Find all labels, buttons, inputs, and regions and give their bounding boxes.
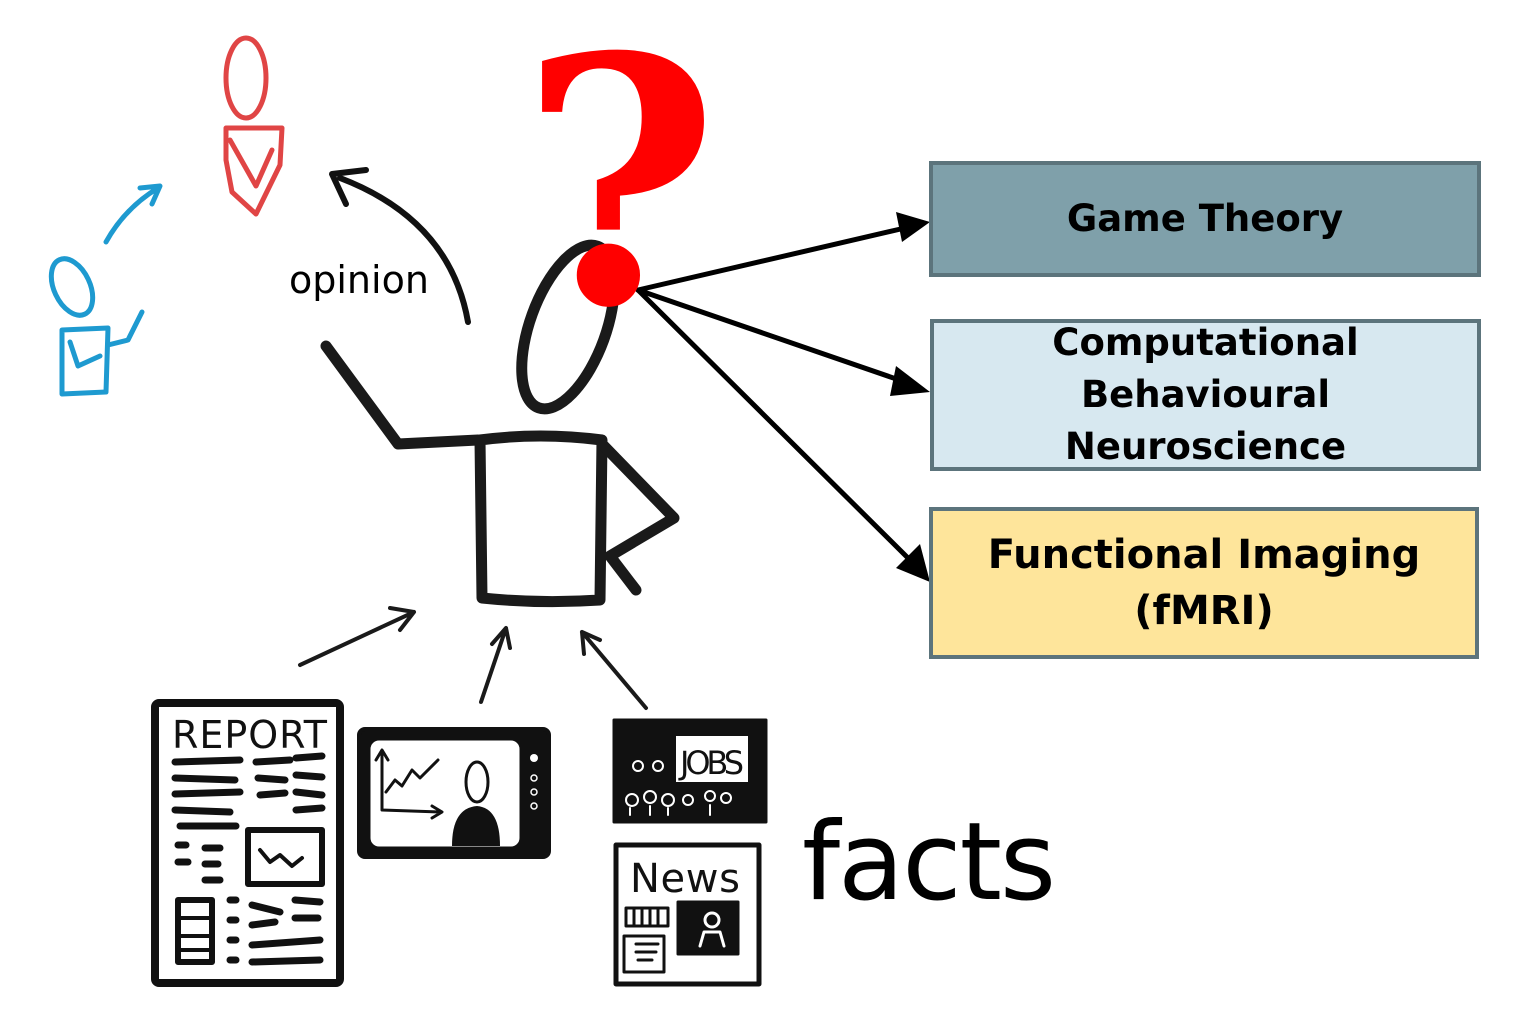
arrowhead (896, 212, 930, 242)
functional-imaging-box: Functional Imaging (fMRI) (929, 507, 1479, 659)
news-paper-icon (613, 842, 762, 987)
game-theory-box: Game Theory (929, 161, 1481, 277)
red-person-icon (223, 35, 285, 217)
blue-person-icon (48, 256, 145, 397)
opinion-arrow (329, 167, 471, 325)
arrowhead (890, 366, 930, 396)
stick-figure (320, 239, 680, 608)
box-line: Behavioural Neuroscience (1064, 373, 1347, 468)
computational-neuroscience-box: Computational Behavioural Neuroscience (930, 319, 1481, 471)
blue-arrow (103, 183, 163, 245)
question-mark-icon: ? (520, 0, 719, 383)
news-title: News (630, 856, 740, 902)
opinion-label: opinion (289, 258, 429, 302)
head (516, 239, 620, 415)
facts-arrows (298, 606, 648, 710)
report-title: REPORT (172, 713, 328, 757)
jobs-sign: JOBS (678, 744, 744, 782)
box-line: Game Theory (1066, 197, 1344, 241)
tv-icon (357, 727, 551, 859)
method-arrows (635, 225, 913, 563)
jobs-fair-icon (612, 718, 768, 824)
facts-label: facts (802, 800, 1056, 925)
box-line: Functional Imaging (987, 532, 1421, 578)
box-line: (fMRI) (1134, 588, 1274, 634)
box-line: Computational (1052, 321, 1359, 365)
report-newspaper-icon (151, 699, 344, 987)
arrowhead (896, 544, 930, 582)
